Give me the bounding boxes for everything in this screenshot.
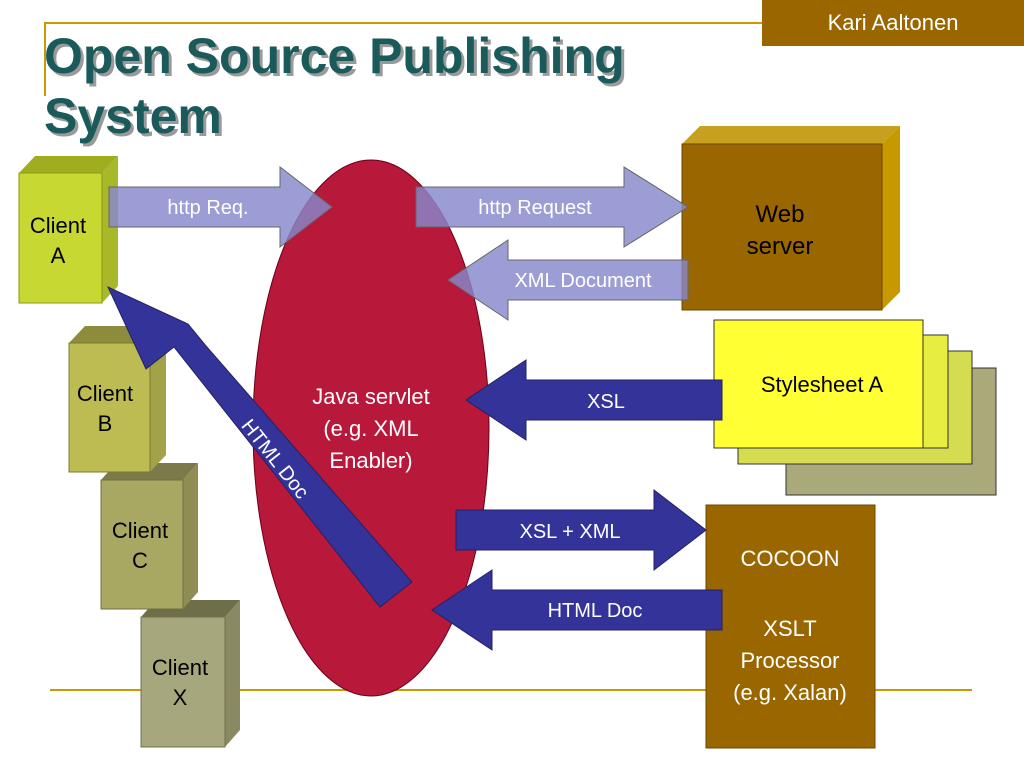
stylesheet-a-label: Stylesheet A	[761, 372, 884, 397]
servlet-label-line3: Enabler)	[329, 448, 412, 473]
xsl-label: XSL	[587, 391, 625, 413]
web-server-label-line2: server	[747, 233, 814, 260]
xsl-arrow: XSL	[465, 359, 723, 441]
xsl-xml-label: XSL + XML	[520, 521, 621, 543]
client-x-box: Client X	[140, 600, 240, 748]
title-line-2: System	[44, 88, 222, 144]
author-badge: Kari Aaltonen	[762, 0, 1024, 46]
title-top-rule	[44, 22, 762, 24]
title-line-1: Open Source Publishing	[44, 28, 625, 84]
client-b-label-line2: B	[98, 411, 113, 436]
xml-document-label: XML Document	[514, 270, 652, 292]
servlet-label-line2: (e.g. XML	[323, 416, 418, 441]
title-side-rule	[44, 22, 46, 96]
xsl-xml-arrow: XSL + XML	[455, 488, 707, 572]
servlet-label-line1: Java servlet	[312, 384, 429, 409]
client-x-label-line2: X	[173, 685, 188, 710]
client-a-label-line1: Client	[30, 213, 86, 238]
web-server-box: Web server	[681, 126, 900, 311]
html-doc-from-cocoon-label: HTML Doc	[548, 600, 643, 622]
bottom-rule	[50, 689, 972, 691]
stylesheet-a-box	[713, 319, 924, 449]
client-c-label-line1: Client	[112, 518, 168, 543]
page-title: Open Source Publishing System	[44, 26, 625, 146]
java-servlet-ellipse: Java servlet (e.g. XML Enabler)	[252, 159, 490, 697]
cocoon-label-line4: (e.g. Xalan)	[733, 680, 847, 705]
http-req-arrow: http Req.	[108, 165, 333, 249]
client-a-box: Client A	[18, 156, 118, 304]
client-a-label-line2: A	[51, 243, 66, 268]
client-c-box: Client C	[100, 463, 198, 610]
client-b-label-line1: Client	[77, 381, 133, 406]
http-request-arrow: http Request	[415, 166, 689, 248]
http-req-label: http Req.	[167, 197, 248, 219]
cocoon-box: COCOON XSLT Processor (e.g. Xalan)	[705, 504, 876, 749]
xml-document-arrow: XML Document	[447, 239, 689, 321]
client-c-label-line2: C	[132, 548, 148, 573]
web-server-label-line1: Web	[756, 201, 805, 228]
cocoon-label-line3: Processor	[740, 648, 839, 673]
stylesheet-stack: Stylesheet A	[713, 319, 997, 496]
html-doc-from-cocoon-arrow: HTML Doc	[431, 569, 723, 651]
client-x-label-line1: Client	[152, 655, 208, 680]
http-request-label: http Request	[478, 197, 592, 219]
cocoon-label-line2: XSLT	[763, 616, 816, 641]
cocoon-label-line1: COCOON	[741, 546, 840, 571]
